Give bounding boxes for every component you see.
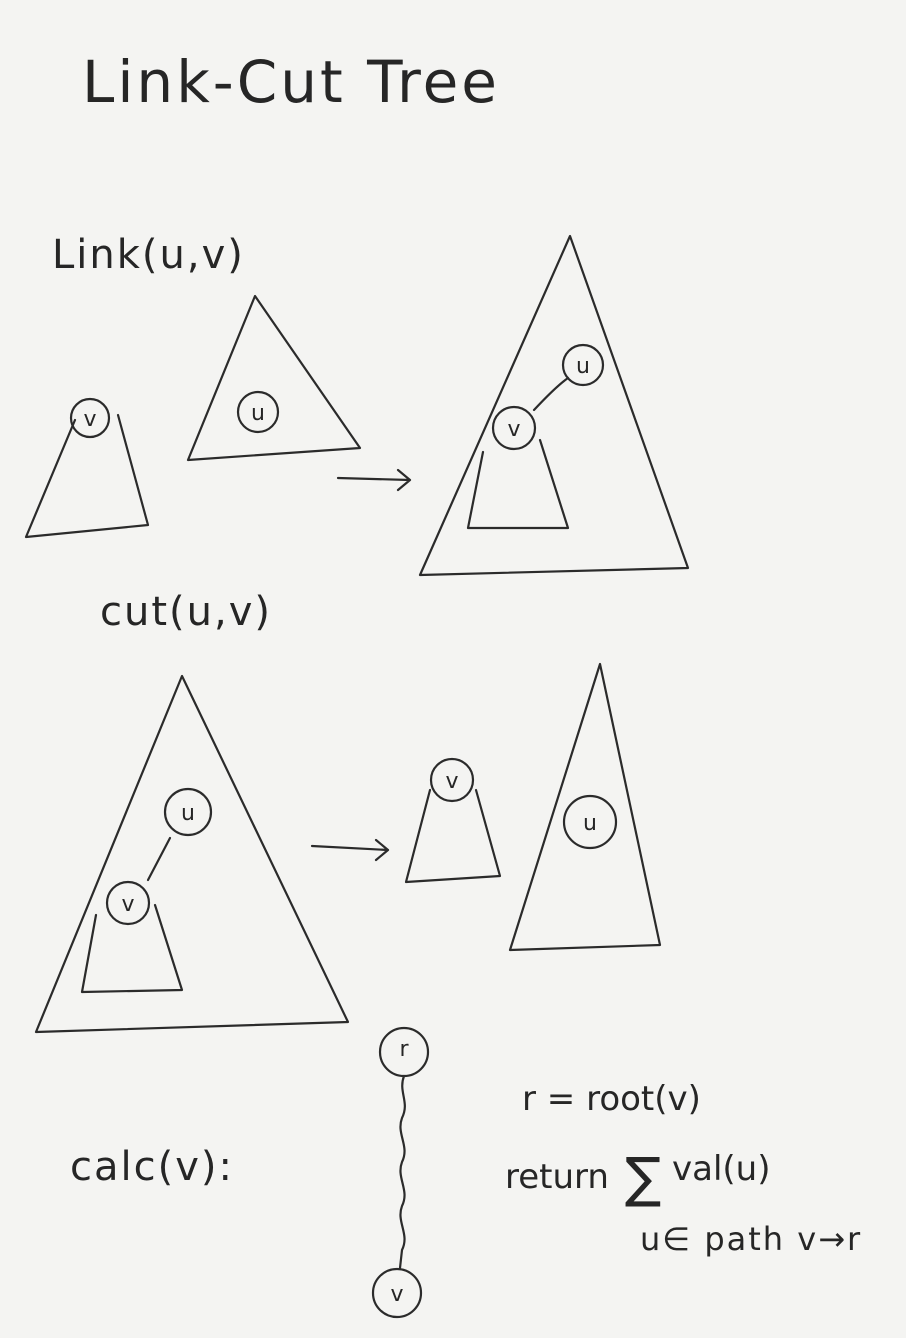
- link-label: Link(u,v): [52, 232, 245, 278]
- svg-text:u: u: [181, 801, 195, 826]
- calc-line-1: r = root(v): [522, 1079, 701, 1119]
- svg-text:v: v: [445, 769, 458, 794]
- calc-path: r v: [371, 1026, 430, 1319]
- cut-edge: [146, 836, 172, 882]
- cut-node-u: [163, 787, 213, 837]
- svg-text:v: v: [83, 407, 96, 432]
- link-tree-v: v: [24, 397, 150, 539]
- link-result-node-u: [561, 343, 605, 387]
- cut-result-tree-u: u: [508, 662, 662, 952]
- calc-path-line: [398, 1074, 406, 1270]
- link-result-edge: [532, 376, 570, 412]
- svg-text:r: r: [399, 1037, 409, 1062]
- cut-tree: v u: [34, 674, 350, 1034]
- cut-node-v: [105, 880, 151, 926]
- svg-text:u: u: [583, 811, 597, 836]
- svg-text:v: v: [390, 1282, 403, 1307]
- svg-text:v: v: [507, 417, 520, 442]
- cut-result-tree-v: v: [404, 757, 502, 884]
- cut-result-node-v: [429, 757, 475, 803]
- calc-line-3: u∈ path v→r: [640, 1220, 862, 1258]
- link-tree-u: u: [186, 294, 362, 462]
- cut-arrow: [310, 838, 390, 862]
- sum-symbol: ∑: [625, 1146, 661, 1209]
- svg-text:u: u: [576, 354, 590, 379]
- calc-line-2-expr: val(u): [672, 1149, 770, 1189]
- svg-text:u: u: [251, 401, 265, 426]
- calc-node-v: [371, 1267, 423, 1319]
- svg-text:v: v: [121, 892, 134, 917]
- cut-result-node-u: [562, 794, 618, 850]
- calc-line-2-prefix: return: [505, 1157, 609, 1197]
- link-node-v: [69, 397, 111, 439]
- page-title: Link-Cut Tree: [82, 48, 500, 116]
- link-node-u: [236, 390, 280, 434]
- link-arrow: [336, 468, 412, 492]
- cut-label: cut(u,v): [100, 589, 272, 635]
- link-result-node-v: [491, 405, 537, 451]
- link-result-tree: v u: [418, 234, 690, 577]
- calc-label: calc(v):: [70, 1144, 234, 1190]
